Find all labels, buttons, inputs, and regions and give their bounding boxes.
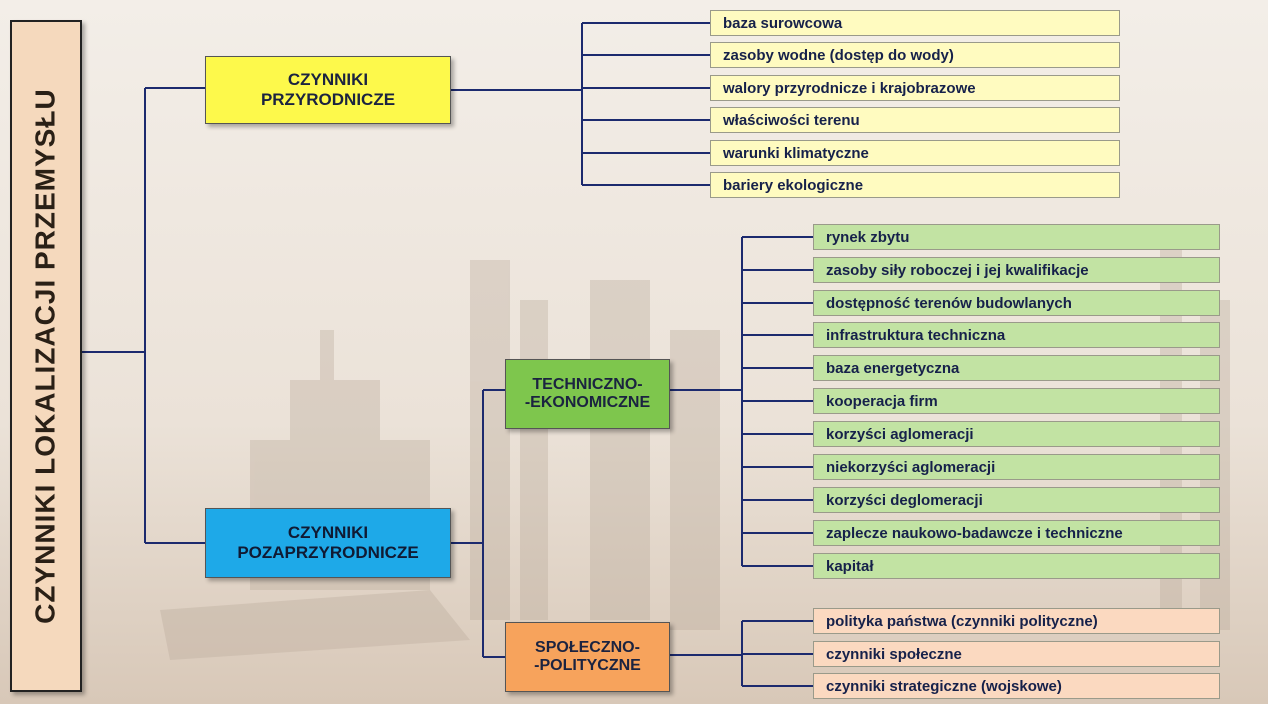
technical-factor-item: rynek zbytu (813, 224, 1220, 250)
technical-factor-item: zasoby siły roboczej i jej kwalifikacje (813, 257, 1220, 283)
natural-factor-item: walory przyrodnicze i krajobrazowe (710, 75, 1120, 101)
technical-factor-item: dostępność terenów budowlanych (813, 290, 1220, 316)
technical-factor-item: kooperacja firm (813, 388, 1220, 414)
technical-factor-item: infrastruktura techniczna (813, 322, 1220, 348)
technical-factor-item: korzyści aglomeracji (813, 421, 1220, 447)
social-factor-item: czynniki społeczne (813, 641, 1220, 667)
technical-factor-item: niekorzyści aglomeracji (813, 454, 1220, 480)
natural-factor-item: warunki klimatyczne (710, 140, 1120, 166)
social-factor-item: czynniki strategiczne (wojskowe) (813, 673, 1220, 699)
non-natural-factors-box: CZYNNIKI POZAPRZYRODNICZE (205, 508, 451, 578)
root-box: CZYNNIKI LOKALIZACJI PRZEMYSŁU (10, 20, 82, 692)
natural-factor-item: właściwości terenu (710, 107, 1120, 133)
technical-factor-item: korzyści deglomeracji (813, 487, 1220, 513)
natural-factor-item: baza surowcowa (710, 10, 1120, 36)
technical-economic-box: TECHNICZNO- -EKONOMICZNE (505, 359, 670, 429)
technical-factor-item: zaplecze naukowo-badawcze i techniczne (813, 520, 1220, 546)
natural-factor-item: bariery ekologiczne (710, 172, 1120, 198)
social-political-box: SPOŁECZNO- -POLITYCZNE (505, 622, 670, 692)
technical-factor-item: kapitał (813, 553, 1220, 579)
natural-factors-box: CZYNNIKI PRZYRODNICZE (205, 56, 451, 124)
natural-factor-item: zasoby wodne (dostęp do wody) (710, 42, 1120, 68)
social-factor-item: polityka państwa (czynniki polityczne) (813, 608, 1220, 634)
technical-factor-item: baza energetyczna (813, 355, 1220, 381)
root-label: CZYNNIKI LOKALIZACJI PRZEMYSŁU (29, 88, 61, 624)
